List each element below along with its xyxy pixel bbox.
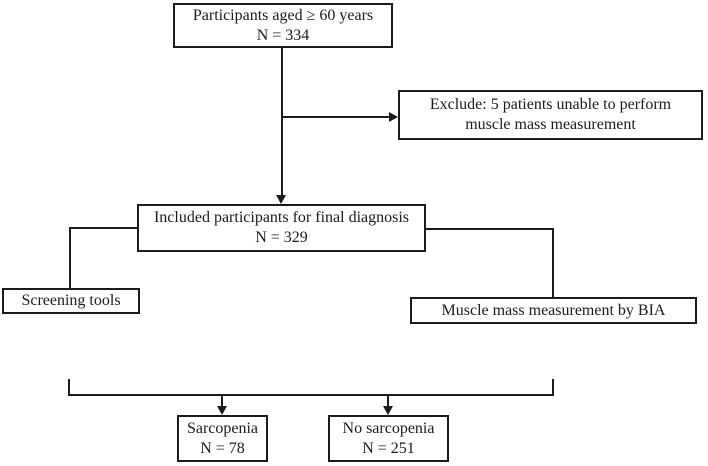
- connector-included-to-screening-vertical: [69, 227, 71, 288]
- bracket-right-tick: [552, 379, 554, 396]
- box-exclude-line1: Exclude: 5 patients unable to perform: [429, 96, 672, 113]
- connector-included-to-screening-horizontal: [69, 227, 137, 229]
- connector-included-to-bia-vertical: [552, 228, 554, 297]
- connector-to-no-sarcopenia: [387, 396, 389, 407]
- box-sarcopenia-count: N = 78: [200, 439, 245, 457]
- connector-participants-to-included: [281, 48, 283, 196]
- box-included-count: N = 329: [255, 229, 308, 246]
- box-sarcopenia: Sarcopenia N = 78: [177, 415, 268, 462]
- bracket-horizontal: [68, 394, 554, 396]
- connector-included-to-bia-horizontal: [426, 228, 554, 230]
- arrowhead-into-included: [276, 195, 286, 204]
- box-no-sarcopenia-label: No sarcopenia: [342, 419, 435, 437]
- arrowhead-into-no-sarcopenia: [383, 406, 393, 415]
- box-no-sarcopenia: No sarcopenia N = 251: [328, 415, 449, 462]
- box-participants: Participants aged ≥ 60 years N = 334: [173, 3, 393, 48]
- arrowhead-into-sarcopenia: [217, 406, 227, 415]
- box-exclude-line2: muscle mass measurement: [465, 116, 636, 133]
- box-no-sarcopenia-count: N = 251: [362, 439, 415, 457]
- box-participants-line1: Participants aged ≥ 60 years: [192, 6, 374, 24]
- box-included-line1: Included participants for final diagnosi…: [153, 209, 410, 226]
- box-included: Included participants for final diagnosi…: [137, 204, 426, 252]
- box-screening-tools-label: Screening tools: [21, 292, 121, 309]
- box-bia: Muscle mass measurement by BIA: [410, 297, 697, 324]
- box-sarcopenia-label: Sarcopenia: [186, 419, 259, 437]
- box-exclude: Exclude: 5 patients unable to perform mu…: [398, 90, 703, 140]
- box-bia-label: Muscle mass measurement by BIA: [441, 301, 666, 319]
- connector-to-exclude: [282, 116, 389, 118]
- box-screening-tools: Screening tools: [2, 288, 140, 314]
- bracket-left-tick: [68, 379, 70, 396]
- connector-to-sarcopenia: [221, 396, 223, 407]
- arrowhead-into-exclude: [389, 112, 398, 122]
- box-participants-count: N = 334: [256, 26, 310, 44]
